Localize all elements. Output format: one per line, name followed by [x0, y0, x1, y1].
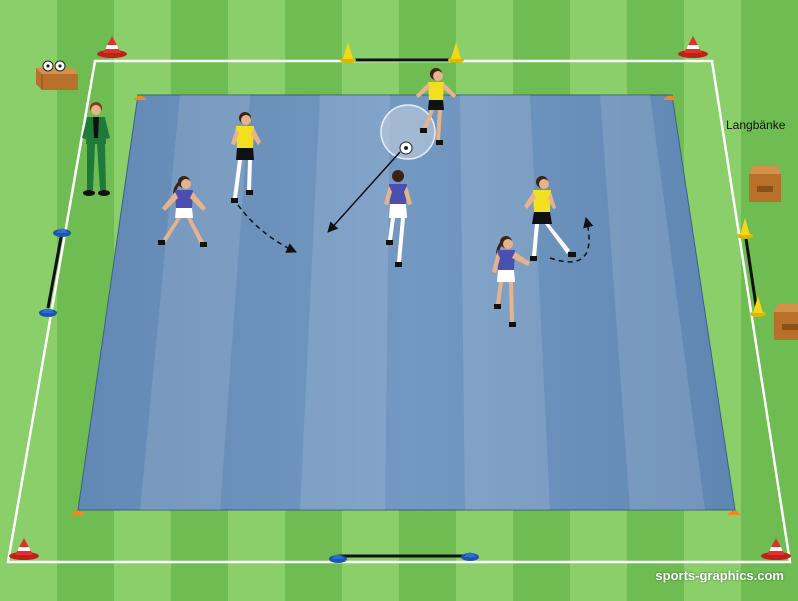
- grass-stripe: [57, 0, 115, 601]
- bench-label: Langbänke: [726, 118, 785, 132]
- bench-icon: [749, 166, 781, 202]
- bench-icon: [774, 304, 798, 340]
- watermark: sports-graphics.com: [655, 568, 784, 583]
- ball-icon: [400, 142, 412, 154]
